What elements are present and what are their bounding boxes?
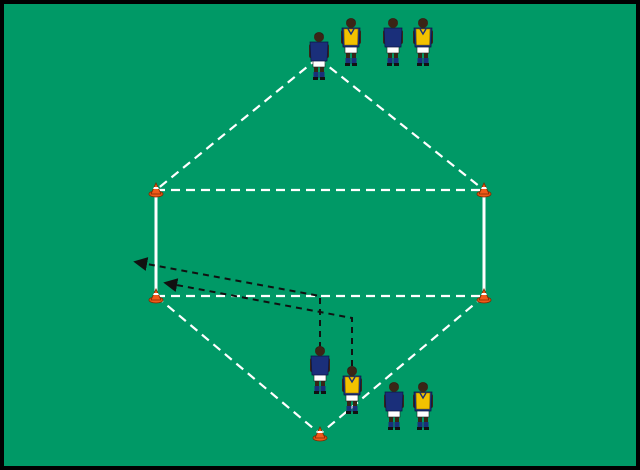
player-yellow-bib-icon xyxy=(413,18,433,66)
cones-layer xyxy=(148,182,492,442)
player-yellow-bib-icon xyxy=(341,18,361,66)
run-blue-player xyxy=(133,257,321,348)
gate-lines xyxy=(154,192,486,294)
cone-icon xyxy=(148,182,164,198)
outline-bottom-left-diagonal xyxy=(155,295,321,435)
cone-icon xyxy=(476,288,492,304)
cone-icon xyxy=(148,288,164,304)
run-yellow-player xyxy=(163,278,353,366)
player-blue-icon xyxy=(309,32,329,80)
outline-top-left-diagonal xyxy=(155,57,319,191)
pitch-surface xyxy=(4,4,636,466)
outline-bottom-right-diagonal xyxy=(319,295,485,435)
drill-outline xyxy=(155,57,485,435)
runs xyxy=(133,257,353,366)
player-blue-icon xyxy=(310,346,330,394)
player-blue-icon xyxy=(383,18,403,66)
outline-top-right-diagonal xyxy=(317,57,485,191)
player-yellow-bib-icon xyxy=(342,366,362,414)
players-layer xyxy=(309,18,433,430)
player-yellow-bib-icon xyxy=(413,382,433,430)
player-blue-icon xyxy=(384,382,404,430)
cone-icon xyxy=(312,426,328,442)
cone-icon xyxy=(476,182,492,198)
